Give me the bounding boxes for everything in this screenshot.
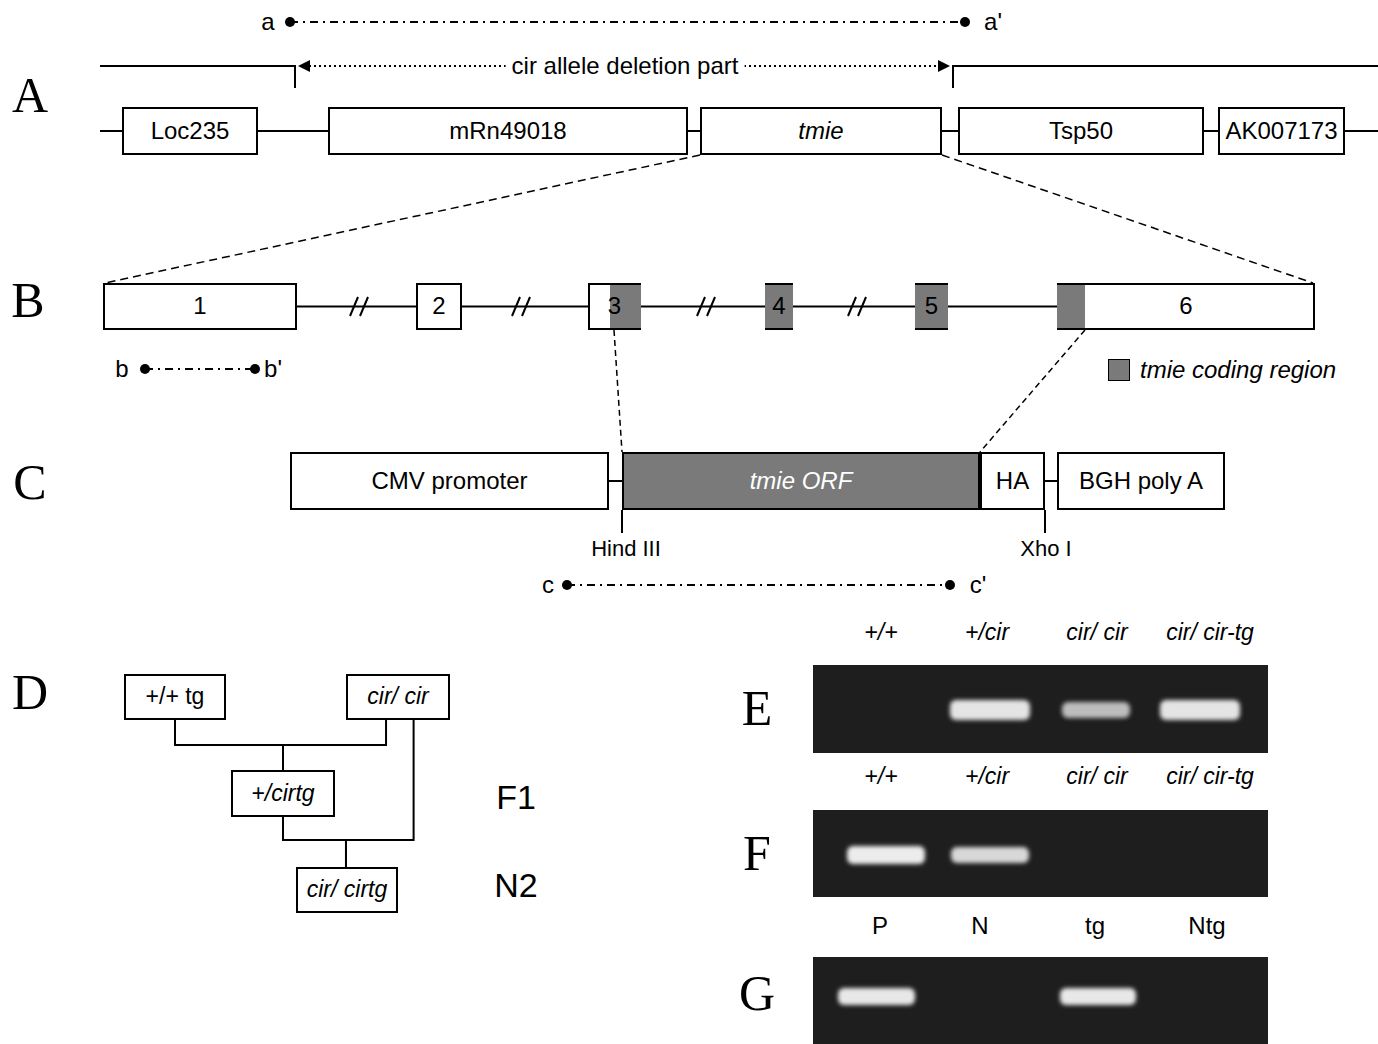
exon-box: 5 bbox=[915, 283, 948, 330]
box-label: cir/ cir bbox=[367, 684, 428, 709]
box-label: 6 bbox=[1179, 293, 1192, 319]
coding-region-fill bbox=[1057, 285, 1085, 328]
annotation-label: b' bbox=[264, 356, 282, 382]
annotation-label: Ntg bbox=[1188, 913, 1225, 939]
annotation-label: tg bbox=[1085, 913, 1105, 939]
gene-box: Loc235 bbox=[122, 107, 258, 155]
annotation-label: a' bbox=[984, 9, 1002, 35]
exon-box: 4 bbox=[765, 283, 793, 330]
annotation-label: F1 bbox=[496, 779, 536, 816]
gene-link-line bbox=[793, 306, 915, 308]
legend-text: tmie coding region bbox=[1140, 356, 1336, 384]
annotation-label: cir/ cir-tg bbox=[1166, 764, 1254, 789]
gene-box: tmie ORF bbox=[622, 452, 980, 510]
gene-link-line bbox=[609, 480, 622, 482]
gene-link-line bbox=[1045, 480, 1057, 482]
box-label: 2 bbox=[432, 293, 445, 319]
legend-swatch bbox=[1108, 359, 1130, 381]
box-label: +/cirtg bbox=[251, 781, 314, 806]
genotype-box: +/+ tg bbox=[124, 674, 226, 720]
annotation-label: b bbox=[115, 356, 128, 382]
annotation-label: cir/ cir-tg bbox=[1166, 620, 1254, 645]
panel-letter: A bbox=[12, 68, 48, 123]
gene-box: Tsp50 bbox=[958, 107, 1204, 155]
annotation-label: c bbox=[542, 572, 554, 598]
gene-box: mRn49018 bbox=[328, 107, 688, 155]
box-label: HA bbox=[996, 468, 1029, 494]
box-label: tmie ORF bbox=[750, 468, 853, 494]
panel-letter: D bbox=[12, 665, 48, 720]
annotation-label: c' bbox=[970, 572, 987, 598]
gene-link-line bbox=[1204, 130, 1218, 132]
gene-box: CMV promoter bbox=[290, 452, 609, 510]
gene-box: HA bbox=[980, 452, 1045, 510]
panel-letter: B bbox=[11, 273, 44, 328]
annotation-label: cir allele deletion part bbox=[506, 53, 745, 79]
gene-link-line bbox=[641, 306, 765, 308]
gene-box: tmie bbox=[700, 107, 942, 155]
annotation-label: Hind III bbox=[591, 537, 661, 561]
annotation-label: +/+ bbox=[864, 764, 897, 789]
box-label: Tsp50 bbox=[1049, 118, 1113, 144]
box-label: 1 bbox=[193, 293, 206, 319]
genotype-box: cir/ cirtg bbox=[296, 867, 398, 913]
box-label: 5 bbox=[925, 293, 938, 319]
pedigree-line bbox=[346, 720, 414, 867]
exon-box: 3 bbox=[588, 283, 641, 330]
box-label: BGH poly A bbox=[1079, 468, 1203, 494]
box-label: +/+ tg bbox=[146, 684, 205, 709]
annotation-label: +/cir bbox=[965, 764, 1009, 789]
box-label: cir/ cirtg bbox=[307, 877, 388, 902]
panel-letter: G bbox=[739, 966, 775, 1021]
annotation-label: +/+ bbox=[864, 620, 897, 645]
box-label: mRn49018 bbox=[449, 118, 566, 144]
annotation-label: P bbox=[872, 913, 888, 939]
gene-link-line bbox=[688, 130, 700, 132]
annotation-label: N2 bbox=[494, 867, 537, 904]
genotype-box: cir/ cir bbox=[346, 674, 450, 720]
annotation-label: cir/ cir bbox=[1066, 764, 1127, 789]
box-label: AK007173 bbox=[1225, 118, 1337, 144]
panel-letter: C bbox=[13, 455, 46, 510]
annotation-label: Xho I bbox=[1020, 537, 1071, 561]
gene-link-line bbox=[942, 130, 958, 132]
genotype-box: +/cirtg bbox=[231, 770, 335, 817]
exon-box: 6 bbox=[1057, 283, 1315, 330]
box-label: 3 bbox=[608, 293, 621, 319]
box-label: CMV promoter bbox=[371, 468, 527, 494]
box-label: 4 bbox=[772, 293, 785, 319]
annotation-label: a bbox=[261, 9, 274, 35]
gene-box: BGH poly A bbox=[1057, 452, 1225, 510]
pedigree-line bbox=[283, 817, 346, 867]
pedigree-line bbox=[283, 720, 386, 770]
annotation-label: +/cir bbox=[965, 620, 1009, 645]
gene-link-line bbox=[297, 306, 416, 308]
box-label: tmie bbox=[798, 118, 843, 144]
exon-box: 2 bbox=[416, 283, 462, 330]
gene-link-line bbox=[258, 130, 328, 132]
annotation-label: cir/ cir bbox=[1066, 620, 1127, 645]
box-label: Loc235 bbox=[151, 118, 230, 144]
annotation-label: N bbox=[971, 913, 988, 939]
pedigree-line bbox=[175, 720, 283, 770]
gene-box: AK007173 bbox=[1218, 107, 1345, 155]
panel-letter: E bbox=[742, 681, 773, 736]
panel-letter: F bbox=[743, 826, 771, 881]
gene-link-line bbox=[948, 306, 1057, 308]
exon-box: 1 bbox=[103, 283, 297, 330]
